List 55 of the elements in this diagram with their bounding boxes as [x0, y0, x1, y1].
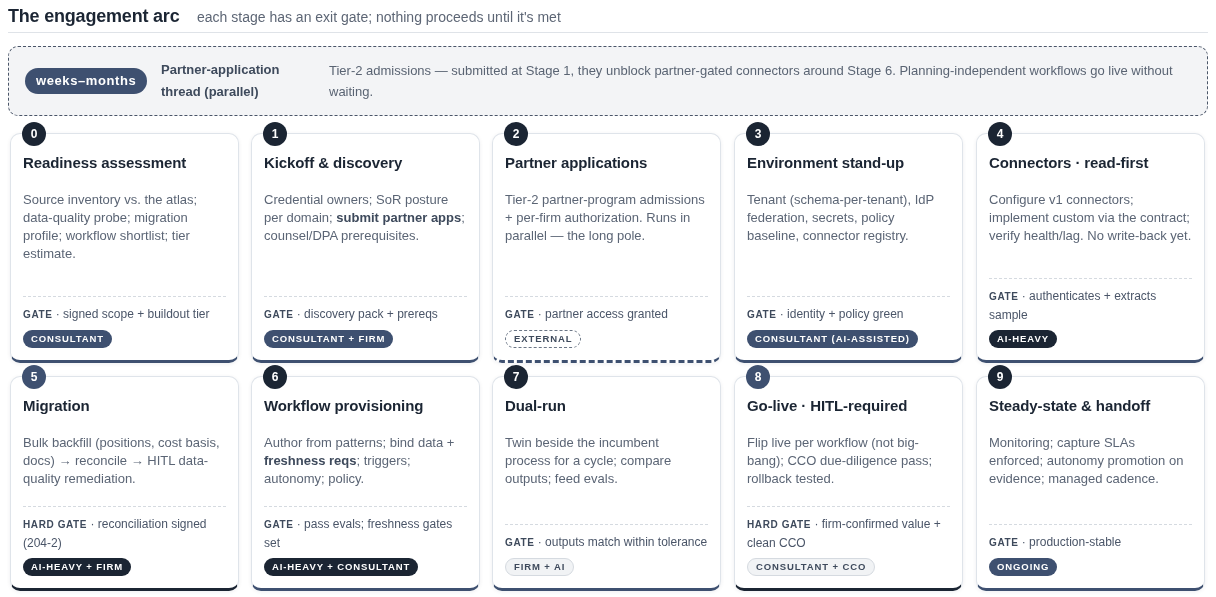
stage-description: Tenant (schema-per-tenant), IdP federation, secrets, policy baseline, connector registry. [747, 191, 935, 245]
role-tag: FIRM + AI [505, 558, 575, 576]
exit-gate: GATE · outputs match within tolerance [505, 534, 708, 551]
stage-description: Configure v1 connectors; implement custom via the contract; verify health/lag. No write-back yet. [989, 191, 1192, 245]
stage-title: Partner applications [505, 153, 648, 173]
step-number: 3 [746, 122, 770, 146]
diagram-title: The engagement arc [8, 6, 180, 27]
exit-gate: HARD GATE · reconciliation signed (204-2) [23, 516, 208, 552]
stage-description: Twin beside the incumbent process for a cycle; compare outputs; feed evals. [505, 434, 673, 488]
stage-title: Dual-run [505, 396, 566, 416]
parallel-thread-banner [8, 46, 1208, 116]
stage-title: Connectors · read-first [989, 153, 1149, 173]
subtitle: each stage has an exit gate; nothing proceeds until it's met [197, 8, 561, 26]
stage-title: Environment stand-up [747, 153, 905, 173]
exit-gate: GATE · identity + policy green [747, 306, 905, 323]
exit-gate: GATE · signed scope + buildout tier [23, 306, 211, 323]
exit-gate: GATE · authenticates + extracts sample [989, 288, 1158, 324]
role-tag: CONSULTANT + CCO [747, 558, 876, 576]
stage-title: Steady-state & handoff [989, 396, 1151, 416]
step-number: 9 [988, 365, 1012, 389]
stage-description: Tier-2 partner-program admissions + per-firm authorization. Runs in parallel — the long pole. [505, 191, 706, 245]
stage-title: Go-live · HITL-required [747, 396, 908, 416]
exit-gate: GATE · discovery pack + prereqs [264, 306, 439, 323]
step-number: 5 [22, 365, 46, 389]
step-number: 1 [263, 122, 287, 146]
step-number: 0 [22, 122, 46, 146]
role-tag: CONSULTANT + FIRM [264, 330, 394, 348]
step-number: 7 [504, 365, 528, 389]
role-tag: ONGOING [989, 558, 1058, 576]
thread-title: Partner-application thread (parallel) [161, 61, 281, 101]
step-number: 2 [504, 122, 528, 146]
role-tag: CONSULTANT (AI-ASSISTED) [747, 330, 918, 348]
stage-title: Workflow provisioning [264, 396, 424, 416]
exit-gate: GATE · partner access granted [505, 306, 669, 323]
stage-description: Author from patterns; bind data + freshness reqs; triggers; autonomy; policy. [264, 434, 456, 488]
role-tag: CONSULTANT [23, 330, 113, 348]
exit-gate: GATE · production-stable [989, 534, 1123, 551]
stage-title: Readiness assessment [23, 153, 187, 173]
step-number: 6 [263, 365, 287, 389]
stage-title: Migration [23, 396, 90, 416]
stage-description: Flip live per workflow (not big-bang); CCO due-diligence pass; rollback tested. [747, 434, 933, 488]
stage-title: Kickoff & discovery [264, 153, 403, 173]
role-tag: AI-HEAVY + CONSULTANT [264, 558, 419, 576]
step-number: 8 [746, 365, 770, 389]
step-number: 4 [988, 122, 1012, 146]
thread-description: Tier-2 admissions — submitted at Stage 1, they unblock partner-gated connectors around Stage 6. Planning-independent workflows go live without waiting. [329, 62, 1174, 101]
stage-description: Source inventory vs. the atlas; data-quality probe; migration profile; workflow shortlist; tier estimate. [23, 191, 199, 263]
exit-gate: GATE · pass evals; freshness gates set [264, 516, 454, 552]
role-tag: AI-HEAVY + FIRM [23, 558, 132, 576]
role-tag: AI-HEAVY [989, 330, 1057, 348]
duration-tag: weeks–months [25, 68, 148, 94]
stage-description: Credential owners; SoR posture per domain; submit partner apps; counsel/DPA prerequisites. [264, 191, 466, 245]
exit-gate: HARD GATE · firm-confirmed value + clean CCO [747, 516, 942, 552]
stage-description: Monitoring; capture SLAs enforced; autonomy promotion on evidence; managed cadence. [989, 434, 1185, 488]
stage-description: Bulk backfill (positions, cost basis, docs) → reconcile → HITL data-quality remediation. [23, 434, 221, 488]
